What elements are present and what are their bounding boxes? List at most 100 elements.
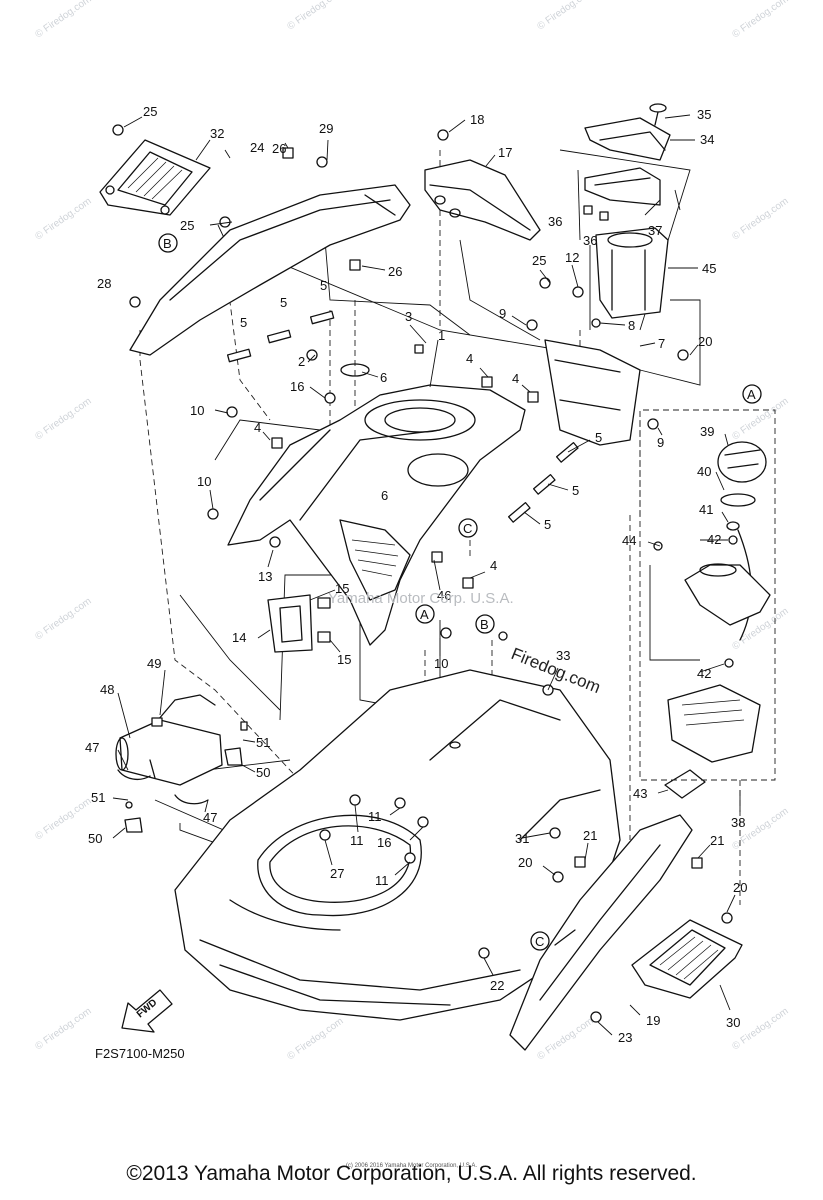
- label-47-a: 47: [85, 740, 99, 755]
- label-19: 19: [646, 1013, 660, 1028]
- ref-a-right: A: [742, 384, 762, 404]
- label-24: 24: [250, 140, 264, 155]
- label-7: 7: [658, 336, 665, 351]
- label-4-c: 4: [512, 371, 519, 386]
- label-2: 2: [298, 354, 305, 369]
- part-5-pads: [226, 310, 579, 523]
- part-1-deck: [227, 363, 526, 646]
- part-35-knob: [649, 103, 667, 126]
- center-watermark: Yamaha Motor Corp. U.S.A.: [328, 590, 514, 607]
- lower-hull: [174, 669, 621, 1021]
- label-15-b: 15: [337, 652, 351, 667]
- label-4-d: 4: [490, 558, 497, 573]
- watermark-14: © Firedog.com: [285, 1016, 345, 1063]
- label-15-a: 15: [335, 581, 349, 596]
- part-37-panel: [584, 167, 661, 206]
- part-34-lid: [584, 117, 671, 161]
- label-11-c: 11: [375, 873, 389, 888]
- label-51-a: 51: [256, 735, 270, 750]
- part-30-grate: [631, 919, 743, 999]
- label-44: 44: [622, 533, 636, 548]
- fasteners: [112, 124, 738, 1023]
- label-10-b: 10: [197, 474, 211, 489]
- label-5-e: 5: [572, 483, 579, 498]
- part-15-clips: [317, 597, 331, 643]
- svg-text:B: B: [163, 236, 172, 251]
- label-49: 49: [147, 656, 161, 671]
- copyright-notice: ©2013 Yamaha Motor Corporation, U.S.A. A…: [126, 1162, 697, 1185]
- label-21-a: 21: [583, 828, 597, 843]
- label-38: 38: [731, 815, 745, 830]
- label-32: 32: [210, 126, 224, 141]
- label-3: 3: [405, 309, 412, 324]
- label-5-b: 5: [280, 295, 287, 310]
- label-27: 27: [330, 866, 344, 881]
- label-16-b: 16: [377, 835, 391, 850]
- label-47-b: 47: [203, 810, 217, 825]
- label-6-a: 6: [380, 370, 387, 385]
- part-43-pad: [664, 769, 706, 799]
- label-35: 35: [697, 107, 711, 122]
- label-1: 1: [438, 328, 445, 343]
- part-14-plate: [267, 594, 313, 653]
- label-26-b: 26: [388, 264, 402, 279]
- label-10-a: 10: [190, 403, 204, 418]
- label-11-a: 11: [350, 833, 364, 848]
- label-23: 23: [618, 1030, 632, 1045]
- label-13: 13: [258, 569, 272, 584]
- label-33: 33: [556, 648, 570, 663]
- label-17: 17: [498, 145, 512, 160]
- ref-c-bottom: C: [530, 931, 550, 951]
- part-19-side-panel: [509, 814, 693, 1051]
- label-28: 28: [97, 276, 111, 291]
- part-numbers: 25 32 26 29 24 25 26 28 18 17 35 34 36 3…: [85, 104, 747, 1045]
- label-25-c: 25: [532, 253, 546, 268]
- diagram-code: F2S7100-M250: [95, 1046, 185, 1061]
- label-40: 40: [697, 464, 711, 479]
- label-45: 45: [702, 261, 716, 276]
- svg-text:B: B: [480, 617, 489, 632]
- part-43-box: [667, 684, 761, 763]
- part-45-storage-bin: [595, 227, 669, 319]
- label-39: 39: [700, 424, 714, 439]
- label-16-a: 16: [290, 379, 304, 394]
- svg-text:A: A: [747, 387, 756, 402]
- watermark-8: © Firedog.com: [730, 396, 790, 443]
- ref-a-mid: A: [415, 604, 435, 624]
- reference-markers: B C A B A C: [158, 233, 762, 951]
- label-20-a: 20: [698, 334, 712, 349]
- svg-text:C: C: [463, 521, 472, 536]
- part-48-tube: [115, 719, 223, 786]
- label-4-a: 4: [254, 420, 261, 435]
- part-40-gasket: [720, 493, 756, 507]
- watermark-4: © Firedog.com: [730, 0, 790, 40]
- fwd-arrow-icon: FWD: [121, 989, 173, 1033]
- label-20-b: 20: [518, 855, 532, 870]
- label-48: 48: [100, 682, 114, 697]
- ref-b-top: B: [158, 233, 178, 253]
- svg-text:C: C: [535, 934, 544, 949]
- label-43: 43: [633, 786, 647, 801]
- label-51-b: 51: [91, 790, 105, 805]
- tiny-copyright-notice: (c) 2006 2016 Yamaha Motor Corporation, …: [345, 1163, 478, 1169]
- label-9-b: 9: [657, 435, 664, 450]
- label-21-b: 21: [710, 833, 724, 848]
- watermark-9: © Firedog.com: [33, 596, 93, 643]
- svg-text:A: A: [420, 607, 429, 622]
- part-24-side-panel: [129, 184, 411, 356]
- label-26-a: 26: [272, 141, 286, 156]
- label-5-f: 5: [544, 517, 551, 532]
- watermark-6: © Firedog.com: [730, 196, 790, 243]
- label-31: 31: [515, 831, 529, 846]
- label-22: 22: [490, 978, 504, 993]
- label-41: 41: [699, 502, 713, 517]
- watermark-5: © Firedog.com: [33, 196, 93, 243]
- part-49-cable: [151, 694, 216, 727]
- watermark-13: © Firedog.com: [33, 1006, 93, 1053]
- label-25-b: 25: [180, 218, 194, 233]
- watermark-1: © Firedog.com: [33, 0, 93, 40]
- label-29: 29: [319, 121, 333, 136]
- label-30: 30: [726, 1015, 740, 1030]
- part-7-bracket: [544, 339, 641, 446]
- part-32-grate: [99, 139, 211, 216]
